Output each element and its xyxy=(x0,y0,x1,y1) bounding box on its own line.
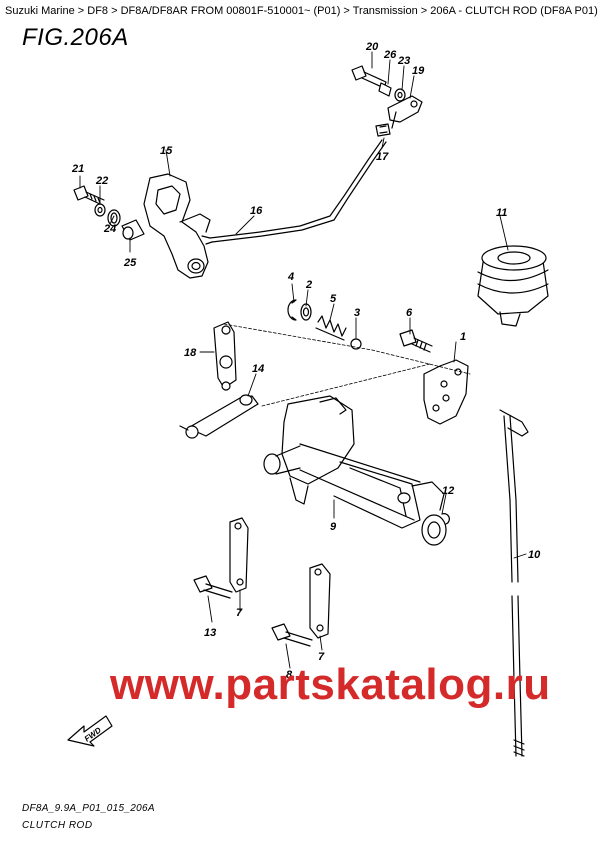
link-18[interactable] xyxy=(213,321,237,391)
breadcrumb-model[interactable]: DF8A/DF8AR FROM 00801F-510001~ (P01) xyxy=(120,5,341,17)
label-24[interactable]: 24 xyxy=(103,223,116,235)
breadcrumb-df8[interactable]: DF8 xyxy=(87,5,109,17)
leader-lines xyxy=(79,51,527,669)
plate-7b[interactable] xyxy=(309,563,331,639)
collar-26[interactable] xyxy=(378,82,392,97)
circlip-4[interactable] xyxy=(287,299,297,321)
label-19[interactable]: 19 xyxy=(412,65,425,77)
label-11[interactable]: 11 xyxy=(496,207,507,219)
breadcrumb-separator: > xyxy=(108,5,121,17)
label-12[interactable]: 12 xyxy=(442,485,454,497)
shift-lever-15[interactable] xyxy=(143,173,211,279)
diagram-code: DF8A_9.9A_P01_015_206A xyxy=(22,803,155,814)
clutch-rod-10[interactable] xyxy=(499,409,529,757)
spring-5[interactable] xyxy=(315,315,347,341)
label-18[interactable]: 18 xyxy=(184,347,197,359)
nut-17[interactable] xyxy=(375,123,391,137)
bracket-1[interactable] xyxy=(423,359,469,425)
label-16[interactable]: 16 xyxy=(250,205,263,217)
diagram-caption: CLUTCH ROD xyxy=(22,820,93,831)
clip-12[interactable] xyxy=(441,513,450,525)
label-17[interactable]: 17 xyxy=(376,151,389,163)
part-number-labels: 1 2 3 4 5 6 7 7 8 9 10 11 12 13 14 15 16… xyxy=(71,41,541,681)
breadcrumb: Suzuki Marine > DF8 > DF8A/DF8AR FROM 00… xyxy=(5,4,598,18)
figure-title: FIG.206A xyxy=(22,24,129,51)
label-7b[interactable]: 7 xyxy=(318,651,325,663)
bolt-13[interactable] xyxy=(193,575,233,599)
label-1[interactable]: 1 xyxy=(460,331,466,343)
washer-23[interactable] xyxy=(394,88,406,102)
label-3[interactable]: 3 xyxy=(354,307,360,319)
label-22[interactable]: 22 xyxy=(95,175,108,187)
bolt-6[interactable] xyxy=(399,329,433,353)
label-25[interactable]: 25 xyxy=(123,257,137,269)
label-23[interactable]: 23 xyxy=(397,55,410,67)
bushing-25[interactable] xyxy=(121,219,145,241)
watermark: www.partskatalog.ru xyxy=(110,660,551,709)
label-6[interactable]: 6 xyxy=(406,307,413,319)
assembly-lines xyxy=(223,323,471,407)
label-4[interactable]: 4 xyxy=(287,271,294,283)
label-14[interactable]: 14 xyxy=(252,363,264,375)
label-2[interactable]: 2 xyxy=(305,279,312,291)
label-7a[interactable]: 7 xyxy=(236,607,243,619)
breadcrumb-separator: > xyxy=(417,5,431,17)
washer-2[interactable] xyxy=(300,303,312,321)
breadcrumb-current[interactable]: 206A - CLUTCH ROD (DF8A P01) xyxy=(430,5,598,17)
label-10[interactable]: 10 xyxy=(528,549,541,561)
pin-lever-14[interactable] xyxy=(179,394,259,439)
label-26[interactable]: 26 xyxy=(383,49,397,61)
label-8[interactable]: 8 xyxy=(286,669,293,681)
label-20[interactable]: 20 xyxy=(365,41,379,53)
rod-end-19[interactable] xyxy=(387,95,423,129)
plate-7a[interactable] xyxy=(229,517,249,593)
label-21[interactable]: 21 xyxy=(71,163,84,175)
breadcrumb-transmission[interactable]: Transmission xyxy=(352,5,418,17)
breadcrumb-suzuki-marine[interactable]: Suzuki Marine xyxy=(5,5,75,17)
bolt-20[interactable] xyxy=(351,65,387,89)
bolt-8[interactable] xyxy=(271,623,313,647)
label-15[interactable]: 15 xyxy=(160,145,173,157)
label-13[interactable]: 13 xyxy=(204,627,216,639)
breadcrumb-separator: > xyxy=(340,5,353,17)
grommet-11[interactable] xyxy=(477,245,549,327)
bolt-21[interactable] xyxy=(73,185,105,206)
clutch-shaft-9[interactable] xyxy=(263,395,447,546)
link-rod-16[interactable] xyxy=(201,139,387,245)
washer-22[interactable] xyxy=(94,203,106,217)
label-9[interactable]: 9 xyxy=(330,521,337,533)
label-5[interactable]: 5 xyxy=(330,293,337,305)
breadcrumb-separator: > xyxy=(74,5,88,17)
fwd-arrow-icon: FWD xyxy=(67,715,113,747)
